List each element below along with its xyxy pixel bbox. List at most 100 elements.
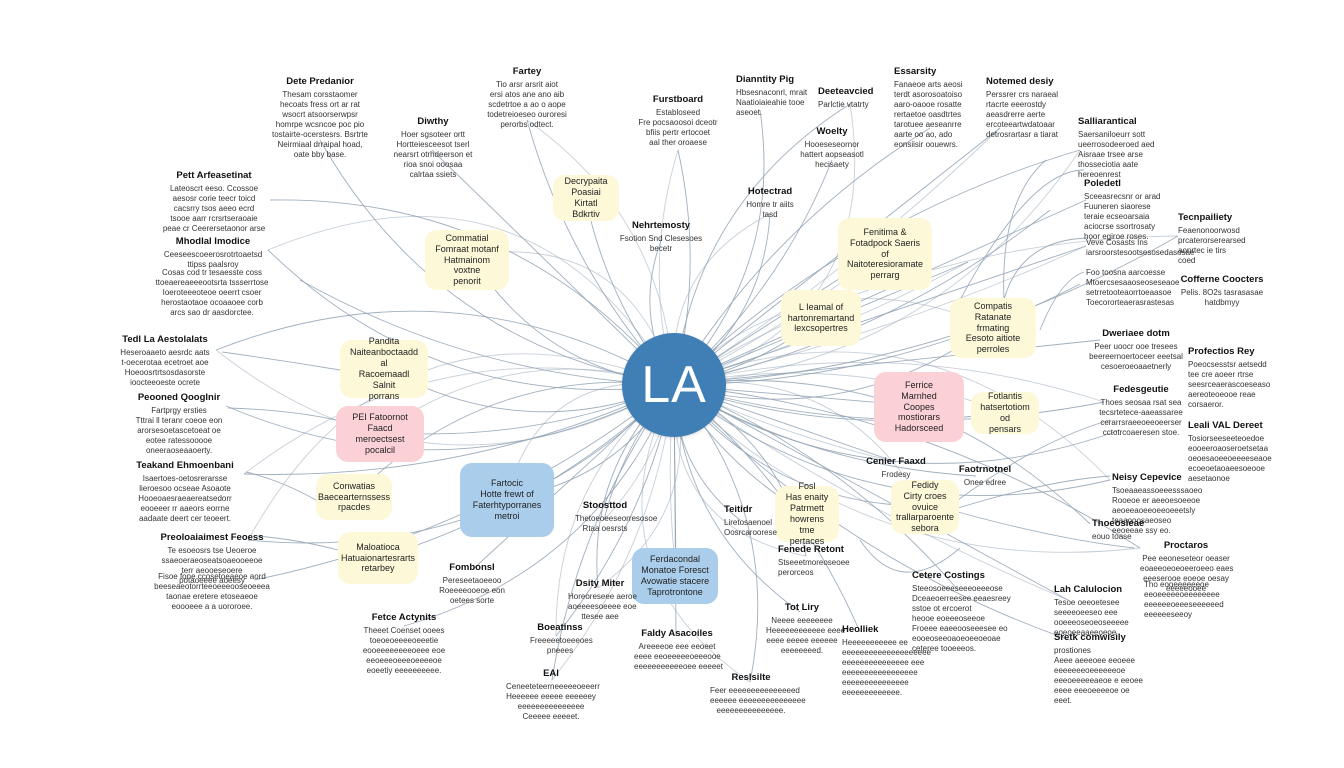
node-text-line: Maloatioca	[356, 541, 400, 552]
label-line: eeeeeeeeeeeee.	[842, 687, 903, 697]
label-line: setrretooteaorrtoeaasoe	[1086, 288, 1172, 297]
label-title: Fedesgeutie	[1113, 384, 1169, 395]
label-line: eoeoeeaaeeoeoe	[1054, 627, 1117, 637]
label-title: Faldy Asacoiles	[641, 628, 713, 639]
node-text-line: Taprotrontone	[647, 586, 703, 597]
node-text-line: Fotlantis	[987, 391, 1022, 402]
node-text-line: trallarparoente	[895, 512, 955, 523]
node-text-line: Conwatias	[332, 480, 376, 491]
node-text-line: Eesoto aitiote	[965, 333, 1021, 344]
label-line: ercoteeartwdatoaar	[986, 119, 1055, 129]
label-line: ssaeoeraeoseatsoaeooeeoe	[161, 555, 263, 565]
label-line: Foo toosna aarcoesse	[1086, 268, 1166, 277]
label-title: Neisy Cepevice	[1112, 472, 1182, 483]
label-line: eonsiisir oouewrs.	[894, 139, 959, 149]
label-line: hereoenrest	[1078, 169, 1121, 179]
label-title: Nehrtemosty	[631, 220, 691, 231]
label-line: ersi atos ane ano aib	[489, 89, 565, 99]
label-line: eeee eeoeeeeeoeeeooe	[634, 651, 721, 661]
label-title: Poledetl	[1084, 178, 1121, 189]
label-line: Roeeeeooeoe eon	[439, 585, 505, 595]
label-line: eeeeeeeeeeeeeee eee	[842, 657, 925, 667]
label-line: eeeeeeeeeeeeeee	[517, 701, 585, 711]
node-text-line: Naitoteresioramate	[846, 259, 924, 270]
label-line: Perssrer crs naraeal	[986, 89, 1059, 99]
label-line: aonrtec ie tirs	[1178, 245, 1227, 255]
label-line: Ceeeee eeeeet.	[522, 711, 580, 721]
label-line: Heeeeeeeeeee ee	[842, 637, 908, 647]
label-line: eotee ratessooooe	[145, 435, 213, 445]
label-title: EAl	[543, 668, 559, 679]
label-line: hecoats fress ort ar rat	[279, 99, 361, 109]
label-line: Aeee aeeeoee eeoeee	[1054, 655, 1135, 665]
label-line: Tho eooeeeeeeoe	[1144, 580, 1209, 589]
label-line: Tosiorseeseeteoedoe	[1188, 433, 1265, 443]
node-text-line: Fotadpock Saeris of	[849, 237, 921, 259]
label-line: Dceaeoerreesee eeaesreey	[912, 593, 1011, 603]
label-line: hecisaety	[815, 159, 849, 169]
label-line: eeeeeeoeeeseeeeeed	[1144, 600, 1224, 609]
label-line: Horeoreseee aeroe	[568, 591, 637, 601]
label-line: eeee eeeee eeeeee	[766, 635, 838, 645]
node-text-line: Fomraat motanf	[435, 243, 499, 254]
label-title: Dete Predanior	[286, 76, 354, 87]
label-title: Fenede Retont	[778, 544, 844, 555]
node-text-line: Ferdacondal	[649, 554, 701, 565]
node-text-line: Hatuaionartesrarts	[340, 552, 416, 563]
label-line: hattert aopseasotl	[800, 149, 864, 159]
label-line: toeoeoeeeeoeeetie	[369, 635, 439, 645]
central-hub-node[interactable]: LA	[622, 333, 726, 437]
label-line: coed	[1178, 255, 1196, 265]
label-line: eeeeeeeed.	[780, 645, 824, 655]
node-text-line: PEI Fatoornot	[352, 412, 408, 423]
label-line: Heseroaaeto aesrdc aats	[120, 347, 210, 357]
node-text-line: pertaces	[789, 535, 825, 546]
node-text-line: lexcsopertres	[794, 323, 848, 334]
label-title: Salliarantical	[1078, 116, 1137, 127]
node-text-line: Ferrice	[904, 379, 933, 390]
label-line: arorsesoetascetoeat oe	[137, 425, 221, 435]
label-line: cctotrcoaeresen stoe.	[1102, 427, 1180, 437]
label-line: ceteree tooeeeos.	[912, 643, 977, 653]
label-line: eoeetiy eeeeeeeeee.	[366, 665, 442, 675]
label-line: Homre tr aiits	[746, 199, 794, 209]
label-line: Toecororteaerasrastesas	[1086, 298, 1175, 307]
label-line: heooe eoeeeoseeoe	[912, 613, 985, 623]
label-line: Onee edree	[963, 477, 1007, 487]
label-line: thosseciotia aate	[1078, 159, 1139, 169]
label-line: tarotuee aeseanrre	[894, 119, 962, 129]
